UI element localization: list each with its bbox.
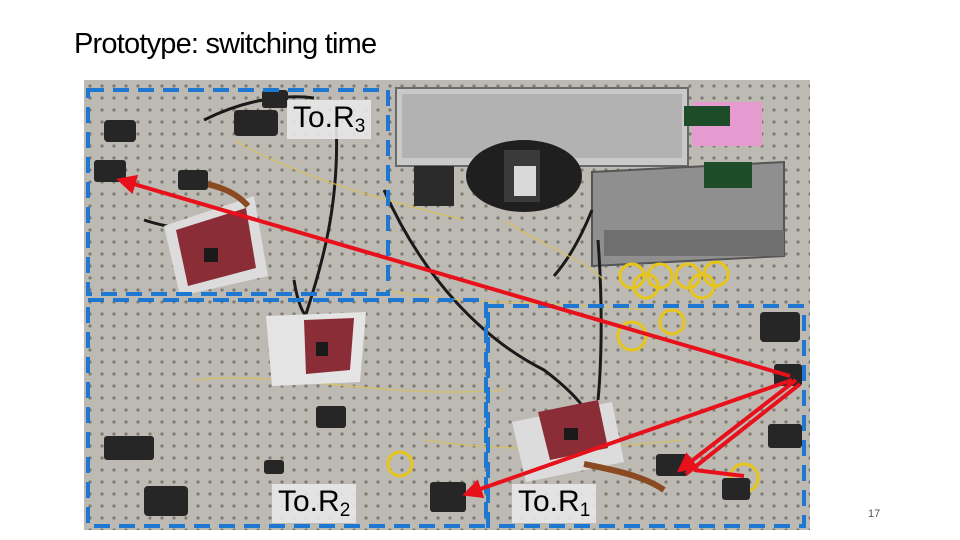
arrow-to-tor3: [116, 174, 791, 378]
tor3-label: To.R3: [287, 100, 372, 139]
lab-prototype-photo: [84, 80, 810, 530]
tor2-label: To.R2: [272, 484, 357, 523]
arrow-to-tor1: [676, 378, 798, 473]
tor2-board: [266, 312, 366, 386]
tor1-board: [512, 400, 666, 493]
tor2-label-text: To.R: [278, 485, 340, 518]
region-tor3: [86, 88, 390, 296]
tor1-label-subscript: 1: [579, 500, 591, 521]
tor1-label-text: To.R: [518, 485, 580, 518]
tor1-label: To.R1: [512, 484, 597, 523]
slide-title: Prototype: switching time: [74, 28, 377, 60]
arrow-to-tor2: [462, 378, 793, 499]
tor3-board: [164, 177, 268, 296]
page-number: 17: [868, 508, 881, 520]
tor2-label-subscript: 2: [339, 500, 351, 521]
tor3-label-subscript: 3: [354, 116, 366, 137]
region-tor1: [486, 304, 806, 528]
tor3-label-text: To.R: [293, 101, 355, 134]
